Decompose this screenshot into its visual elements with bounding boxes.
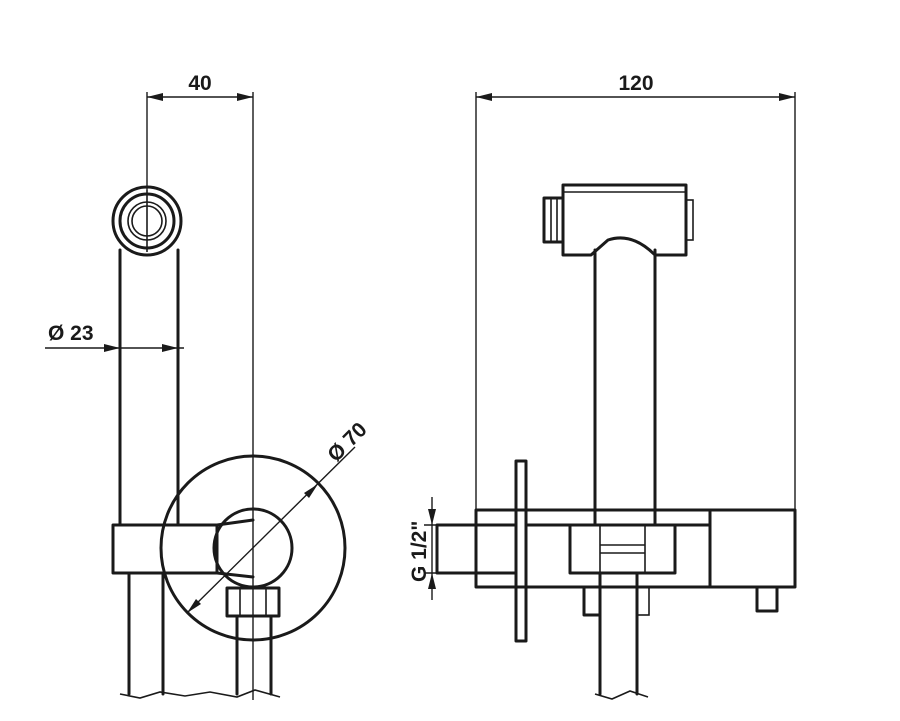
valve-body [435,508,797,589]
dimension-40: 40 [146,72,254,700]
dimension-120-label: 120 [618,72,653,95]
connector-nut [225,586,281,618]
holder-bar [111,518,255,579]
dimension-120: 120 [475,72,796,525]
dimension-thread-label: G 1/2" [408,521,431,582]
spray-head [542,183,694,257]
dimension-thread: G 1/2" [408,497,476,600]
spray-head-ring [111,185,183,257]
side-view: 40 Ø 23 [45,72,372,700]
spray-handle [593,248,657,527]
dimension-40-label: 40 [188,72,211,95]
hose-lower [119,571,281,699]
dimension-diameter-70-label: Ø 70 [323,418,371,466]
dimension-diameter-23-label: Ø 23 [48,322,94,345]
lower-hose [582,571,650,700]
dimension-diameter-70: Ø 70 [186,418,372,614]
valve-knob [755,585,779,613]
wall-plate [514,459,528,643]
front-view: 120 [408,72,797,700]
dimension-diameter-23: Ø 23 [45,322,184,352]
spray-handle-body [118,248,180,527]
hose-connector [568,523,677,575]
